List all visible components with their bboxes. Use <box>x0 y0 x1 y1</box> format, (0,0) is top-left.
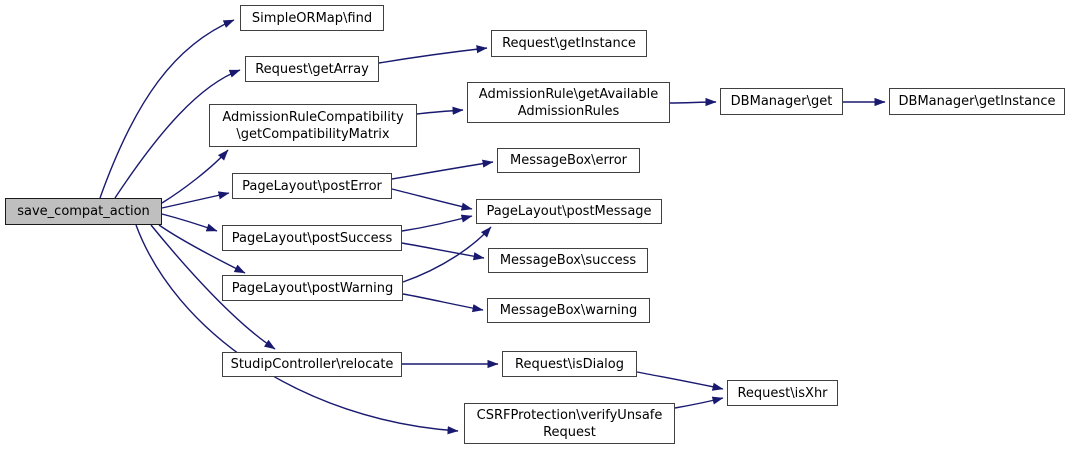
node-label: save_compat_action <box>17 204 150 219</box>
node-mbsuccess[interactable]: MessageBox\success <box>488 248 648 273</box>
node-mberror[interactable]: MessageBox\error <box>497 148 640 173</box>
node-label: SimpleORMap\find <box>251 10 373 26</box>
node-label: PageLayout\postSuccess <box>231 230 393 246</box>
node-save: save_compat_action <box>5 198 162 225</box>
edge-postsuccess-to-postmsg <box>401 214 473 232</box>
edge-save-to-relocate <box>150 224 276 350</box>
edge-save-to-postsuccess <box>161 213 218 232</box>
node-label: MessageBox\warning <box>499 303 638 318</box>
node-label: AdmissionRuleCompatibility <box>222 109 404 125</box>
edge-compat-to-admrules <box>416 106 464 115</box>
node-dbget[interactable]: DBManager\get <box>720 88 843 115</box>
node-label: MessageBox\error <box>510 153 627 168</box>
node-getinstance[interactable]: Request\getInstance <box>491 30 647 57</box>
edge-admrules-to-dbget <box>669 97 717 107</box>
node-compat[interactable]: AdmissionRuleCompatibility\getCompatibil… <box>209 104 417 147</box>
node-label: Request <box>543 424 596 440</box>
node-label: PageLayout\postMessage <box>486 204 652 219</box>
node-label: Request\isDialog <box>515 356 624 372</box>
node-isdialog[interactable]: Request\isDialog <box>502 351 637 377</box>
node-label: AdmissionRule\getAvailable <box>478 86 659 102</box>
edge-postwarn-to-mbwarn <box>402 293 484 313</box>
node-relocate[interactable]: StudipController\relocate <box>222 352 402 377</box>
edge-postwarn-to-postmsg <box>402 226 492 283</box>
edge-save-to-getarray <box>114 69 241 199</box>
edge-save-to-postwarn <box>158 224 246 274</box>
node-label: StudipController\relocate <box>230 357 394 372</box>
node-postmsg[interactable]: PageLayout\postMessage <box>476 199 662 224</box>
node-postwarn[interactable]: PageLayout\postWarning <box>222 275 403 301</box>
edge-save-to-find <box>99 19 235 199</box>
node-dbinst[interactable]: DBManager\getInstance <box>889 88 1065 115</box>
edge-save-to-csrf <box>135 224 459 435</box>
node-label: MessageBox\success <box>499 253 637 268</box>
node-getarray[interactable]: Request\getArray <box>245 56 379 82</box>
node-mbwarn[interactable]: MessageBox\warning <box>487 298 650 323</box>
edge-csrf-to-isxhr <box>674 396 724 409</box>
node-postsuccess[interactable]: PageLayout\postSuccess <box>222 225 402 251</box>
edge-postsuccess-to-mbsuccess <box>401 242 485 261</box>
node-label: \getCompatibilityMatrix <box>236 126 390 142</box>
node-label: CSRFProtection\verifyUnsafe <box>476 407 663 423</box>
edge-isdialog-to-isxhr <box>636 371 724 391</box>
node-posterror[interactable]: PageLayout\postError <box>232 173 392 199</box>
node-label: PageLayout\postWarning <box>231 280 394 296</box>
edge-save-to-posterror <box>161 191 230 209</box>
edge-posterror-to-mberror <box>391 159 494 180</box>
node-label: Request\getInstance <box>502 36 636 51</box>
node-label: Request\getArray <box>255 61 369 77</box>
node-label: AdmissionRules <box>517 103 620 119</box>
node-isxhr[interactable]: Request\isXhr <box>727 380 838 406</box>
node-label: DBManager\get <box>730 94 833 109</box>
node-label: PageLayout\postError <box>242 178 382 194</box>
edge-getarray-to-getinstance <box>378 45 488 64</box>
node-find[interactable]: SimpleORMap\find <box>240 5 384 31</box>
node-label: Request\isXhr <box>737 385 828 401</box>
node-label: DBManager\getInstance <box>898 94 1056 109</box>
edge-save-to-compat <box>161 149 229 204</box>
edge-posterror-to-postmsg <box>391 188 473 211</box>
